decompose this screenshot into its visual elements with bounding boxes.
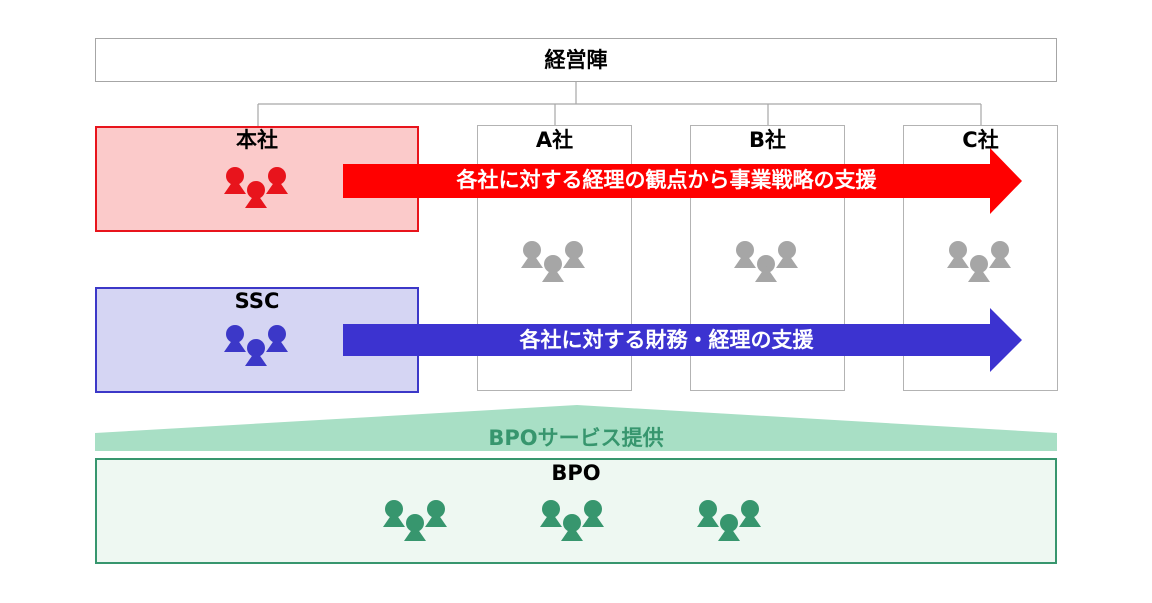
company-c-label: C社	[962, 128, 999, 152]
people-group-icon	[540, 500, 604, 541]
bpo-service-label: BPOサービス提供	[488, 426, 664, 450]
bpo-service-band	[95, 405, 1057, 451]
finance-support-arrow	[343, 308, 1022, 372]
company-a-label: A社	[535, 128, 574, 152]
people-group-icon	[521, 241, 585, 282]
people-group-icon	[734, 241, 798, 282]
people-group-icon	[947, 241, 1011, 282]
finance-support-label: 各社に対する財務・経理の支援	[519, 328, 814, 352]
executive-label: 経営陣	[544, 48, 608, 72]
company-b-label: B社	[748, 128, 786, 152]
executive-box: 経営陣	[95, 38, 1057, 82]
bpo-box	[95, 458, 1057, 564]
ssc-label: SSC	[234, 289, 280, 313]
people-group-icon	[224, 167, 288, 208]
people-group-icon	[383, 500, 447, 541]
bpo-label: BPO	[551, 461, 601, 485]
strategy-support-label: 各社に対する経理の観点から事業戦略の支援	[456, 168, 877, 192]
headquarters-label: 本社	[236, 128, 278, 152]
people-group-icon	[697, 500, 761, 541]
people-group-icon	[224, 325, 288, 366]
strategy-support-arrow	[343, 148, 1022, 214]
org-connector-lines	[257, 82, 982, 126]
